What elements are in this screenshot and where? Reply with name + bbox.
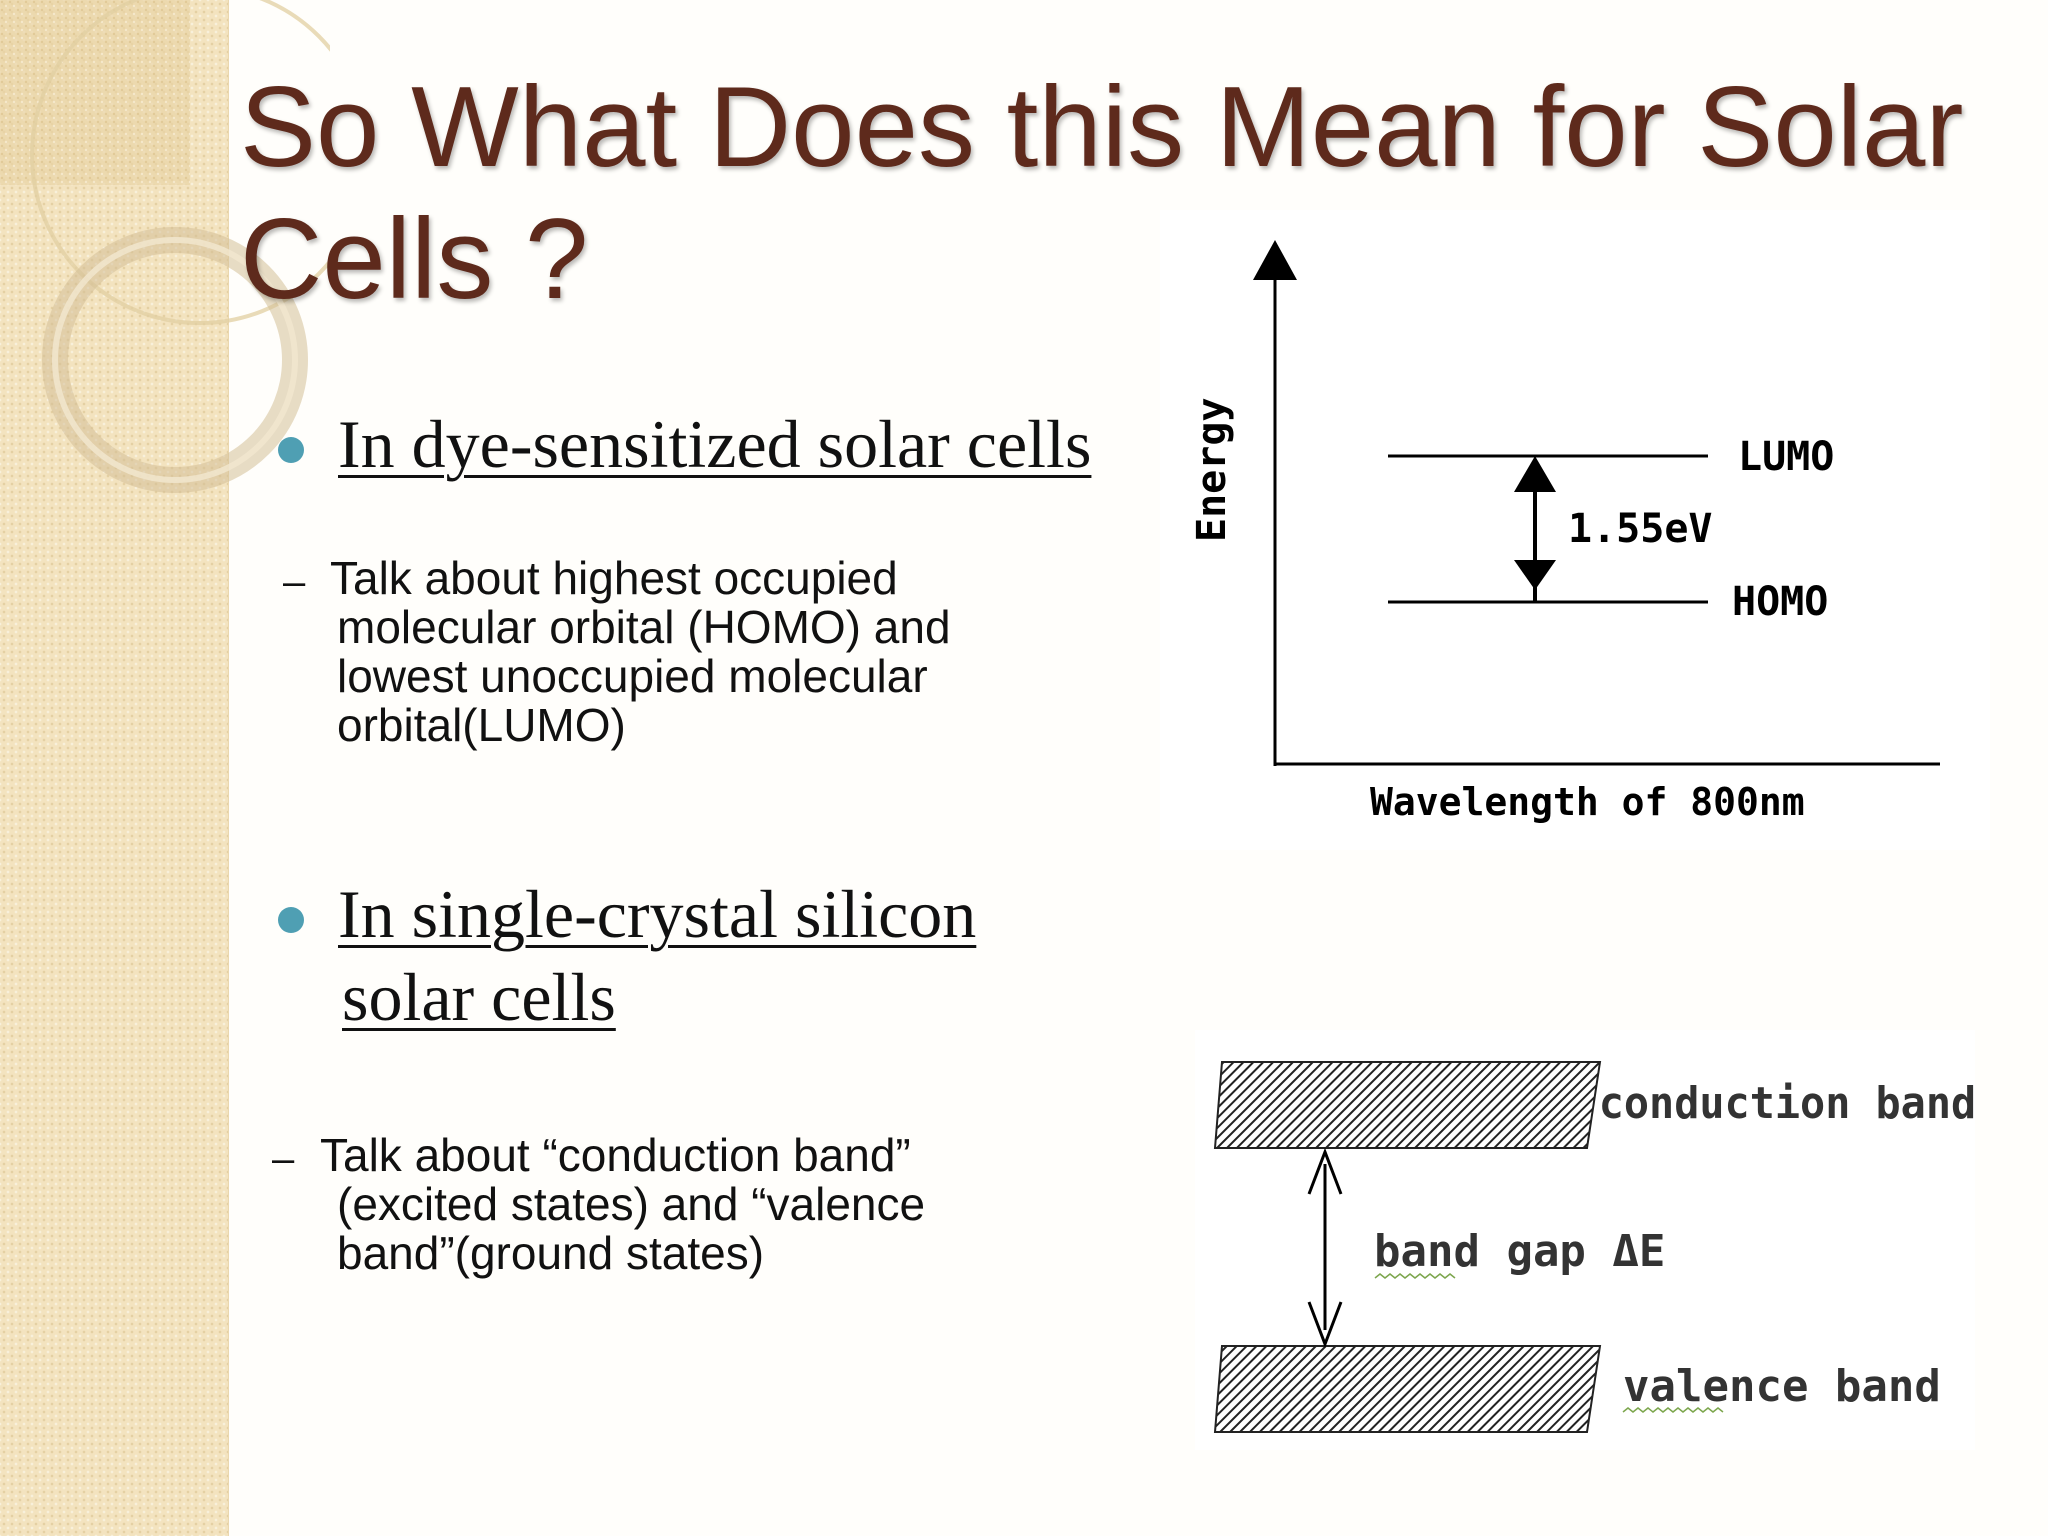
- sub-bullet-text-line: Talk about highest occupied: [330, 552, 898, 604]
- sub-bullet-text-line: Talk about “conduction band”: [320, 1129, 911, 1181]
- slide-title: So What Does this Mean for Solar Cells ?: [240, 62, 1980, 326]
- sub-bullet-dash: –: [283, 560, 306, 604]
- sub-bullet-text-line: lowest unoccupied molecular: [337, 650, 928, 702]
- energy-axis-label: Energy: [1189, 398, 1235, 543]
- conduction-band-label: conduction band: [1599, 1078, 1975, 1129]
- wavelength-axis-label: Wavelength of 800nm: [1370, 780, 1805, 824]
- bullet-dot: [278, 437, 304, 463]
- conduction-band-block: [1213, 1061, 1602, 1149]
- homo-lumo-diagram: Energy LUMO HOMO 1.55eV Wavelength of 80…: [1160, 210, 1990, 850]
- sub-bullet-dash: –: [272, 1137, 295, 1181]
- energy-axis-arrowhead: [1253, 240, 1297, 280]
- sub-bullet-text-line: (excited states) and “valence: [337, 1178, 926, 1230]
- slide-title-line-2: Cells ?: [240, 196, 589, 323]
- spellcheck-squiggle: [1374, 1273, 1456, 1279]
- slide-title-line-1: So What Does this Mean for Solar: [240, 64, 1964, 191]
- sub-bullet-text-line: orbital(LUMO): [337, 699, 626, 751]
- bullet-heading-single-crystal: In single-crystal silicon: [338, 876, 977, 952]
- homo-label: HOMO: [1732, 579, 1828, 625]
- valence-band-label: valence band: [1623, 1361, 1941, 1412]
- band-gap-label: band gap ΔE: [1374, 1226, 1665, 1277]
- lumo-label: LUMO: [1738, 434, 1834, 480]
- band-gap-arrow-up-head: [1307, 1147, 1343, 1195]
- gap-arrow-up-head: [1514, 456, 1556, 492]
- spellcheck-squiggle: [1622, 1407, 1724, 1413]
- gap-arrow-down-head: [1514, 560, 1556, 590]
- band-gap-diagram: conduction band band gap ΔE valence band: [1195, 1030, 1975, 1450]
- bullet-heading-single-crystal-cont: solar cells: [342, 959, 616, 1035]
- decorative-rings: [0, 0, 330, 493]
- sub-bullet-text-line: band”(ground states): [337, 1227, 765, 1279]
- bullet-dot: [278, 907, 304, 933]
- valence-band-block: [1213, 1345, 1602, 1433]
- sub-bullet-text-line: molecular orbital (HOMO) and: [337, 601, 951, 653]
- gap-energy-label: 1.55eV: [1568, 506, 1713, 552]
- band-gap-arrow-down-head: [1307, 1301, 1343, 1349]
- bullet-heading-dye-sensitized: In dye-sensitized solar cells: [338, 406, 1092, 482]
